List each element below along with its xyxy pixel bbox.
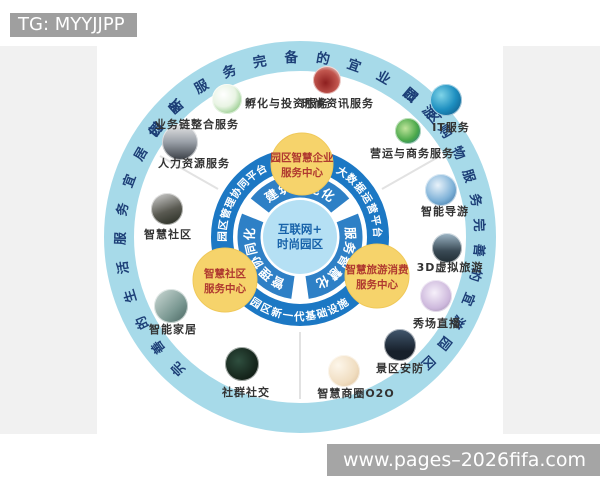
core-text-line1: 互联网+ xyxy=(278,222,322,236)
core-text-line2: 时尚园区 xyxy=(277,237,323,251)
smart-guide-icon xyxy=(425,174,457,206)
service-label-o2o: 智慧商圈O2O xyxy=(317,387,395,400)
service-label-incubation: 孵化与投资服务 xyxy=(245,97,329,110)
virtual-tour-3d-icon xyxy=(432,233,462,263)
service-label-security: 景区安防 xyxy=(376,362,424,375)
tourism-center-line2: 服务中心 xyxy=(356,278,398,291)
service-label-3d-tour: 3D虚拟旅游 xyxy=(416,261,484,274)
incubation-investment-icon xyxy=(212,84,242,114)
scenic-security-icon xyxy=(384,329,416,361)
service-label-live-show: 秀场直播 xyxy=(413,317,461,330)
service-center-circles: 园区智慧企业 服务中心 智慧社区 服务中心 智慧旅游消费 服务中心 xyxy=(192,132,410,313)
enterprise-service-center-circle xyxy=(270,132,334,196)
segment-right xyxy=(304,213,363,299)
url-watermark-badge: www.pages–2026fifa.com xyxy=(326,444,600,476)
smart-community-icon xyxy=(151,193,183,225)
outer-ring xyxy=(104,41,496,433)
community-center-line2: 服务中心 xyxy=(204,282,246,295)
tourism-center-line1: 智慧旅游消费 xyxy=(345,263,409,276)
it-globe-icon xyxy=(430,84,462,116)
social-community-icon xyxy=(225,347,259,381)
enterprise-center-line1: 园区智慧企业 xyxy=(271,151,334,164)
fashion-news-icon xyxy=(313,66,341,94)
service-label-social: 社群社交 xyxy=(222,386,270,399)
live-show-icon xyxy=(420,280,452,312)
tourism-service-center-circle xyxy=(344,243,410,309)
enterprise-center-line2: 服务中心 xyxy=(281,166,323,179)
sector-divider-lines xyxy=(159,155,441,399)
service-label-business-chain: 业务链整合服务 xyxy=(155,118,239,131)
smart-home-icon xyxy=(154,289,188,323)
community-center-line1: 智慧社区 xyxy=(203,267,246,280)
community-service-center-circle xyxy=(192,247,258,313)
service-label-smart-home: 智能家居 xyxy=(149,323,197,336)
service-label-it: IT服务 xyxy=(432,121,470,134)
tg-watermark-badge: TG: MYYJJPP xyxy=(10,13,137,37)
service-label-smart-community: 智慧社区 xyxy=(144,228,192,241)
left-margin-band xyxy=(0,46,97,434)
service-label-business-ops: 营运与商务服务 xyxy=(370,147,454,160)
segment-left xyxy=(237,213,296,299)
business-globe-icon xyxy=(395,118,421,144)
hr-service-icon xyxy=(162,124,198,160)
right-margin-band xyxy=(503,46,600,434)
service-label-fashion-news: 时尚资讯服务 xyxy=(302,97,374,110)
o2o-business-icon xyxy=(328,355,360,387)
service-label-hr: 人力资源服务 xyxy=(158,157,230,170)
core-circle xyxy=(263,200,337,274)
service-label-smart-guide: 智能导游 xyxy=(421,205,469,218)
